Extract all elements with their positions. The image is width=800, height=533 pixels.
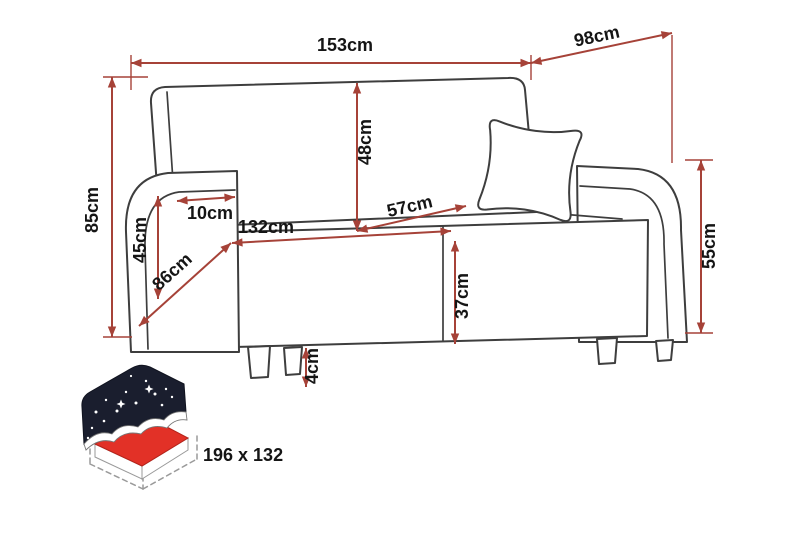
sofa-leg-arm-right (655, 339, 674, 362)
dim-arm-depth-line (138, 242, 232, 327)
blanket-stars (86, 374, 174, 440)
dim-arm-width-line (176, 193, 236, 205)
sofa-illustration (124, 76, 688, 379)
bed-size-label: 196 x 132 (203, 445, 283, 465)
sofa-leg-front-left (247, 345, 271, 379)
dim-side-height-label: 55cm (699, 223, 719, 269)
dim-seat-width-label: 132cm (238, 217, 294, 237)
dim-arm-width: 10cm (176, 193, 236, 223)
dim-total-width: 153cm (130, 35, 532, 90)
sofa-leg-front-right (596, 337, 618, 365)
dim-seat-depth-line (356, 204, 467, 233)
dim-total-width-label: 153cm (317, 35, 373, 55)
dim-total-height-label: 85cm (82, 187, 102, 233)
bed-icon: 196 x 132 (81, 364, 283, 490)
dim-total-height: 85cm (82, 76, 148, 338)
sofa-leg-mid-left (283, 346, 303, 376)
dim-seat-height: 37cm (450, 241, 472, 344)
dim-side-height: 55cm (685, 159, 719, 334)
dim-leg-height-label: 4cm (302, 348, 322, 384)
star-sparkle-icon (116, 399, 126, 409)
dim-leg-height: 4cm (301, 348, 322, 387)
dim-arm-width-label: 10cm (187, 203, 233, 223)
dim-total-depth: 98cm (530, 22, 673, 163)
dim-seat-width: 132cm (231, 217, 452, 247)
dim-arm-height-label: 45cm (130, 217, 150, 263)
sofa-pillow (477, 119, 583, 223)
sofa-arm-right-contour (579, 185, 669, 339)
sofa-backrest (149, 76, 537, 229)
star-sparkle-icon (144, 384, 154, 394)
bed-sheet-fold (83, 411, 188, 451)
dim-backrest-height-label: 48cm (355, 119, 375, 165)
dim-seat-width-line (231, 227, 452, 247)
dim-seat-height-label: 37cm (452, 273, 472, 319)
dim-total-depth-line (530, 31, 673, 65)
